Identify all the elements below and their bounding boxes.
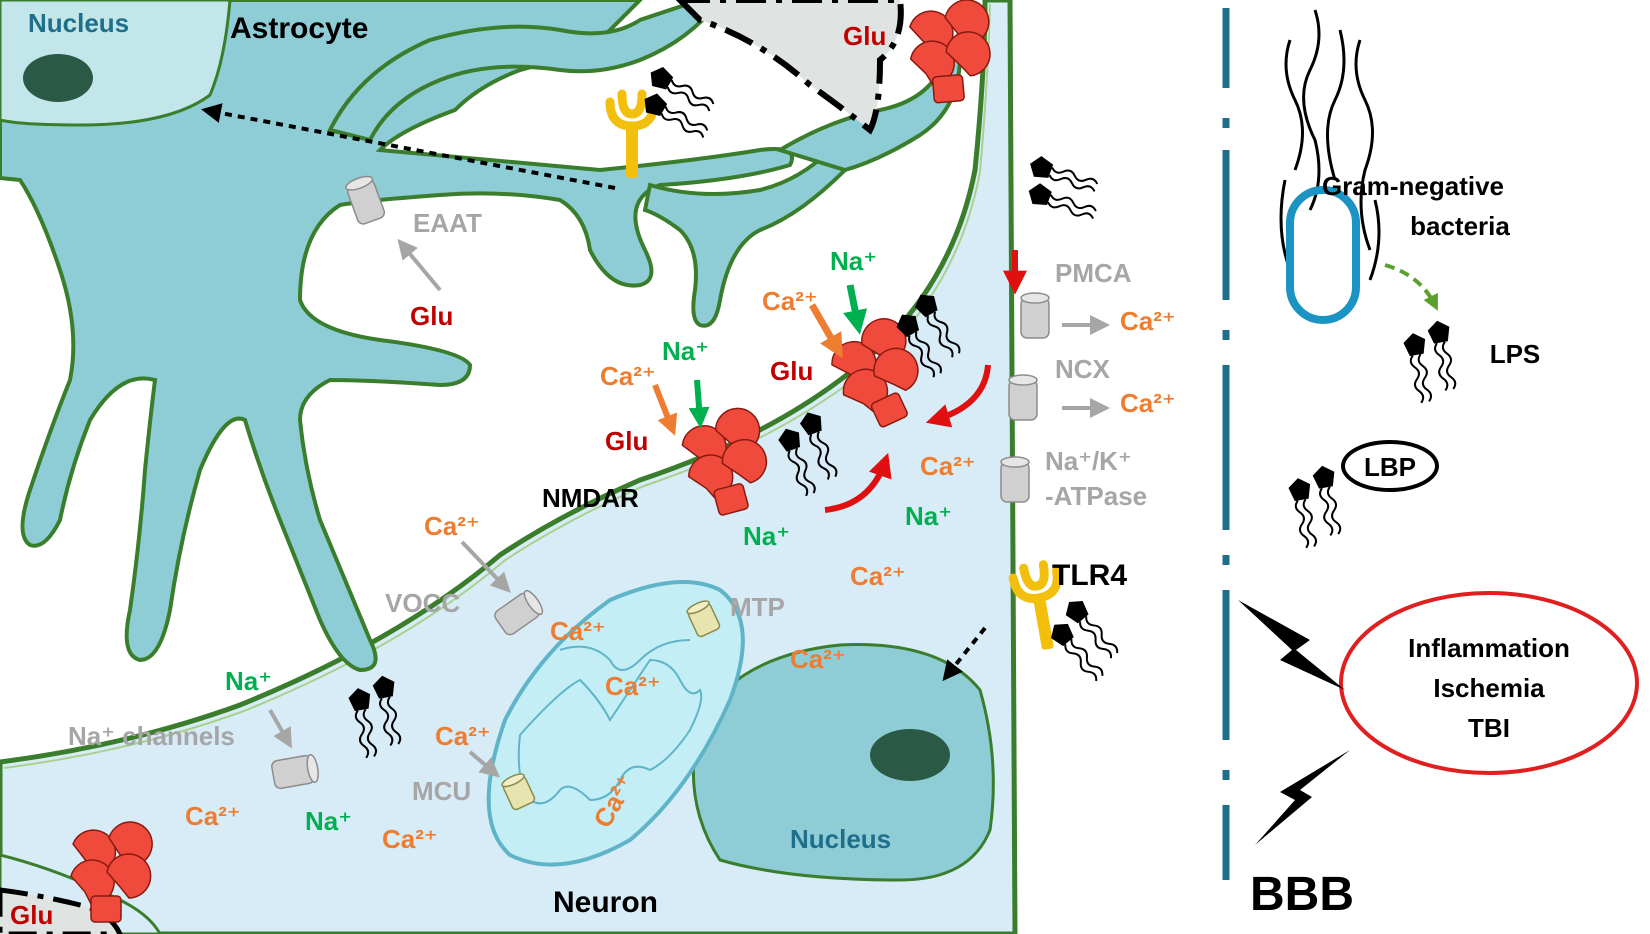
ca-label-cytosol-4: Ca²⁺: [790, 644, 846, 674]
lightning-bolt-icon: [1238, 600, 1345, 690]
pmca-channel-icon: [1020, 292, 1050, 339]
glu-label-nmdar: Glu: [605, 426, 648, 456]
vocc-in-arrow: [460, 540, 511, 593]
glu-label-eaat: Glu: [410, 301, 453, 331]
astrocyte-cell: [0, 0, 963, 673]
lps-activation-arrow-2: [925, 364, 991, 428]
tlr4-label: TLR4: [1052, 559, 1127, 592]
insult-label-inflammation: Inflammation: [1408, 633, 1570, 663]
lps-molecule-icon: [1399, 317, 1463, 406]
ca-label-nmdar-1: Ca²⁺: [600, 361, 656, 391]
bbb-label: BBB: [1250, 868, 1354, 921]
ca-label-ncx: Ca²⁺: [1120, 388, 1176, 418]
lps-molecule-icon: [1039, 593, 1129, 687]
nak-atpase-channel-icon: [1000, 456, 1030, 503]
lps-label: LPS: [1490, 339, 1541, 369]
pmca-label: PMCA: [1055, 258, 1132, 288]
ca-influx-arrow-1: [652, 383, 678, 436]
astrocyte-nucleolus-icon: [23, 54, 93, 102]
lbp-label: LBP: [1364, 452, 1416, 482]
na-channel-in-arrow: [268, 709, 292, 749]
glu-to-eaat-arrow: [397, 238, 442, 292]
tlr4-to-astro-nucleus-arrow: [201, 103, 616, 190]
nmdar-label: NMDAR: [542, 483, 639, 513]
ca-label-mcu: Ca²⁺: [435, 721, 491, 751]
lps-molecule-icon: [1016, 152, 1109, 227]
tlr4-to-neuron-nucleus-arrow: [942, 626, 987, 682]
mtp-label: MTP: [730, 592, 785, 622]
ca-label-pmca: Ca²⁺: [1120, 306, 1176, 336]
presynaptic-terminal-top: [675, 0, 904, 135]
neuron-nucleus: [691, 643, 995, 882]
lightning-bolt-icon-2: [1255, 750, 1350, 845]
eaat-label: EAAT: [413, 208, 482, 238]
bacterium-icon: [1279, 9, 1381, 324]
ca-label-cytosol-6: Ca²⁺: [382, 824, 438, 854]
mcu-label: MCU: [412, 776, 471, 806]
na-label-nmdar-1: Na⁺: [662, 336, 709, 366]
na-influx-arrow-2: [843, 284, 868, 335]
insult-label-tbi: TBI: [1468, 713, 1510, 743]
ca-label-vocc: Ca²⁺: [424, 511, 480, 541]
glu-label-nmdar-2: Glu: [770, 356, 813, 386]
nak-atpase-label-1: Na⁺/K⁺: [1045, 446, 1132, 476]
gram-negative-label-2: bacteria: [1410, 211, 1510, 241]
na-influx-arrow-1: [688, 379, 710, 429]
insult-label-ischemia: Ischemia: [1433, 673, 1545, 703]
ca-label-nmdar-2: Ca²⁺: [762, 286, 818, 316]
ca-influx-arrow-2: [808, 303, 843, 359]
mitochondrion: [486, 580, 745, 867]
ca-label-mito-1: Ca²⁺: [605, 671, 661, 701]
lbp-badge: [1341, 440, 1439, 492]
neuron-label: Neuron: [553, 886, 658, 919]
astrocyte-label: Astrocyte: [230, 12, 368, 45]
vocc-label: VOCC: [385, 588, 460, 618]
bacteria-to-lps-arrow: [1384, 263, 1438, 311]
ca-label-cytosol-1: Ca²⁺: [920, 451, 976, 481]
na-label-cytosol-3: Na⁺: [305, 806, 352, 836]
na-label-cytosol-2: Na⁺: [743, 521, 790, 551]
insult-ellipse: [1339, 591, 1639, 775]
neuron-nucleus-label: Nucleus: [790, 824, 891, 854]
presynaptic-terminal-bottom: [0, 887, 123, 934]
astrocyte-nucleus-label: Nucleus: [28, 8, 129, 38]
ncx-channel-icon: [1008, 374, 1038, 421]
na-channels-label: Na⁺ channels: [68, 721, 235, 751]
ca-label-cytosol-3: Ca²⁺: [550, 616, 606, 646]
neuron-nucleolus-icon: [870, 729, 950, 781]
ncx-label: NCX: [1055, 354, 1111, 384]
na-label-nmdar-2: Na⁺: [830, 246, 877, 276]
nak-atpase-label-2: -ATPase: [1045, 481, 1147, 511]
na-label-channel: Na⁺: [225, 666, 272, 696]
gram-negative-label-1: Gram-negative: [1322, 171, 1504, 201]
ca-label-cytosol-2: Ca²⁺: [850, 561, 906, 591]
lps-molecule-icon: [631, 61, 725, 145]
na-label-cytosol-1: Na⁺: [905, 501, 952, 531]
glu-label-top: Glu: [843, 21, 886, 51]
glu-label-bottom: Glu: [10, 900, 53, 930]
lps-molecule-icon: [1284, 462, 1348, 551]
lps-activation-arrow-1: [824, 452, 892, 513]
ca-label-cytosol-5: Ca²⁺: [185, 801, 241, 831]
mcu-in-arrow: [468, 750, 501, 778]
